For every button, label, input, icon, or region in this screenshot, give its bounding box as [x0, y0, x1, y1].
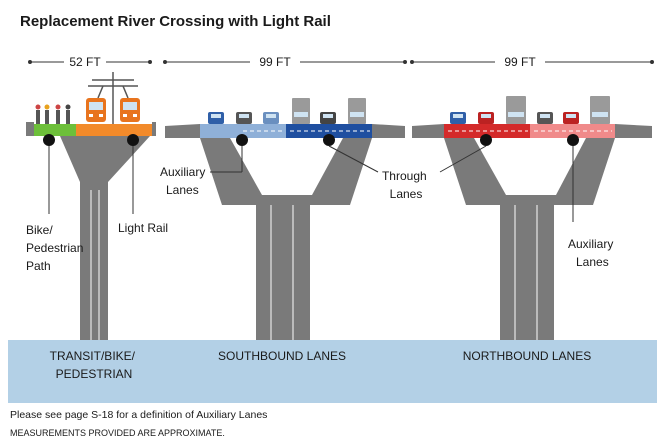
northbound-pier [444, 138, 615, 340]
dimension-label-transit: 52 FT [69, 55, 101, 69]
label-bike-pedestrian-path: Bike/ Pedestrian Path [26, 223, 87, 273]
label-light-rail: Light Rail [118, 221, 168, 235]
bike-pedestrian-lane [34, 124, 76, 136]
dimension-label-southbound: 99 FT [259, 55, 291, 69]
callout-dot-auxiliary-sb [236, 134, 248, 146]
callout-dot-through-sb [323, 134, 335, 146]
callout-dot-through-nb [480, 134, 492, 146]
callout-dot-auxiliary-nb [567, 134, 579, 146]
transit-pier [60, 136, 150, 340]
callout-dot-light-rail [127, 134, 139, 146]
label-through-lanes: Through Lanes [382, 169, 430, 201]
water-label-southbound: SOUTHBOUND LANES [218, 349, 346, 363]
river-water [8, 340, 657, 403]
light-rail-lanes [76, 124, 152, 136]
label-auxiliary-lanes-southbound: Auxiliary Lanes [160, 165, 209, 197]
southbound-vehicles [208, 98, 366, 124]
footnote-measurements: MEASUREMENTS PROVIDED ARE APPROXIMATE. [10, 428, 225, 438]
pedestrian-icons [35, 104, 71, 124]
dimension-line-transit [28, 60, 152, 64]
southbound-bridge [165, 98, 405, 340]
dimension-line-southbound [163, 60, 407, 64]
callout-dot-bike [43, 134, 55, 146]
label-auxiliary-lanes-northbound: Auxiliary Lanes [568, 237, 617, 269]
light-rail-train-left [86, 98, 106, 122]
transit-bridge [26, 72, 156, 340]
catenary-pole [88, 72, 138, 125]
northbound-bridge [412, 96, 652, 340]
footnote-auxiliary: Please see page S-18 for a definition of… [10, 409, 267, 421]
water-label-northbound: NORTHBOUND LANES [463, 349, 591, 363]
light-rail-train-right [120, 98, 140, 122]
diagram-title: Replacement River Crossing with Light Ra… [20, 13, 331, 30]
dimension-label-northbound: 99 FT [504, 55, 536, 69]
dimension-line-northbound [410, 60, 654, 64]
water-label-transit: TRANSIT/BIKE/ PEDESTRIAN [50, 349, 139, 381]
southbound-pier [200, 138, 372, 340]
northbound-vehicles [450, 96, 610, 124]
